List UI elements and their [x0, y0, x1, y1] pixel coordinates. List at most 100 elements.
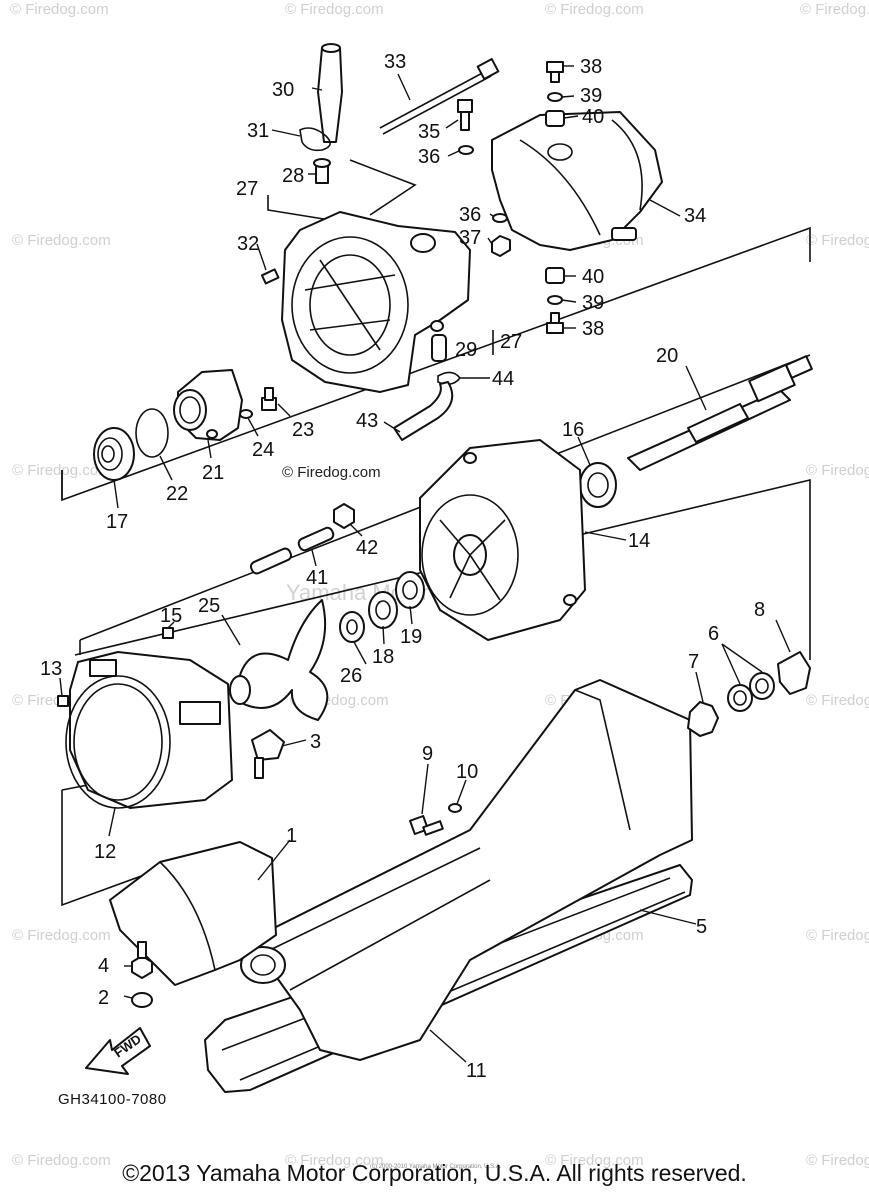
part-43-hose	[393, 381, 454, 441]
watermark: © Firedog.com	[12, 1152, 111, 1169]
watermark: © Firedog.com	[806, 1152, 869, 1169]
label-36: 36	[418, 146, 440, 168]
watermark: © Firedog.com	[12, 927, 111, 944]
part-21-cap	[173, 369, 243, 441]
part-17-bearing	[93, 427, 135, 481]
label-20: 20	[656, 345, 678, 367]
part-29-bushing	[431, 334, 447, 362]
part-6-rings	[727, 672, 775, 712]
label-40: 40	[582, 266, 604, 288]
watermark: © Firedog.com	[545, 1152, 644, 1169]
label-1: 1	[286, 825, 297, 847]
nozzle-housing	[281, 211, 471, 393]
part-8-cap	[777, 651, 811, 695]
label-39: 39	[580, 85, 602, 107]
watermark: © Firedog.com	[12, 232, 111, 249]
part-19-seal	[395, 571, 425, 609]
label-42: 42	[356, 537, 378, 559]
part-24-washer	[239, 409, 253, 419]
label-43: 43	[356, 410, 378, 432]
part-15-pin	[162, 627, 174, 639]
label-23: 23	[292, 419, 314, 441]
label-40: 40	[582, 106, 604, 128]
part-14-impeller-housing	[419, 439, 586, 641]
label-18: 18	[372, 646, 394, 668]
label-33: 33	[384, 51, 406, 73]
watermark: © Firedog.com	[545, 1, 644, 18]
parts-38-39-40-top	[545, 61, 565, 127]
part-26-spacer	[339, 611, 365, 643]
label-21: 21	[202, 462, 224, 484]
part-30-pin	[317, 43, 343, 143]
label-31: 31	[247, 120, 269, 142]
part-35-bolt	[457, 99, 473, 131]
label-28: 28	[282, 165, 304, 187]
label-37: 37	[459, 227, 481, 249]
label-22: 22	[166, 483, 188, 505]
label-34: 34	[684, 205, 706, 227]
parts-38-39-40-bottom	[545, 267, 565, 334]
label-11: 11	[466, 1060, 487, 1082]
label-44: 44	[492, 368, 514, 390]
part-12-duct-housing	[65, 651, 233, 809]
watermark: © Firedog.com	[806, 692, 869, 709]
small-print: (c) 2000-2010 Yamaha Motor Corporation, …	[370, 1164, 502, 1170]
label-41: 41	[306, 567, 328, 589]
label-14: 14	[628, 530, 650, 552]
label-29: 29	[455, 339, 477, 361]
watermark: © Firedog.com	[806, 927, 869, 944]
part-37-nut	[491, 235, 511, 257]
part-31-clip	[299, 127, 331, 152]
part-23-bolt	[261, 387, 277, 411]
part-20-drive-shaft	[627, 355, 813, 471]
watermark: © Firedog.com	[806, 232, 869, 249]
watermark: © Firedog.com	[10, 1, 109, 18]
part-33-long-bolt	[379, 58, 500, 135]
leader-lines	[59, 65, 791, 1063]
label-36: 36	[459, 204, 481, 226]
part-34-reverse-gate	[491, 111, 663, 251]
label-13: 13	[40, 658, 62, 680]
label-26: 26	[340, 665, 362, 687]
label-39: 39	[582, 292, 604, 314]
label-7: 7	[688, 651, 699, 673]
label-27: 27	[236, 178, 258, 200]
part-22-o-ring	[135, 408, 169, 458]
label-24: 24	[252, 439, 274, 461]
copyright-notice: ©2013 Yamaha Motor Corporation, U.S.A. A…	[122, 1160, 747, 1186]
part-36-washer	[458, 145, 474, 155]
label-5: 5	[696, 916, 707, 938]
part-41-pins	[249, 526, 335, 575]
label-35: 35	[418, 121, 440, 143]
part-32-pin	[260, 268, 280, 285]
fwd-arrow-icon: FWD	[85, 1027, 151, 1075]
watermark: © Firedog.com	[800, 1, 869, 18]
label-10: 10	[456, 761, 478, 783]
part-18-bearing	[368, 591, 398, 629]
part-3-fitting	[251, 729, 285, 779]
watermark: © Firedog.com	[806, 462, 869, 479]
watermark-inline: © Firedog.com	[282, 464, 381, 481]
part-36-washer	[492, 213, 508, 223]
part-1-shield	[109, 841, 277, 986]
part-7-coupling	[687, 701, 719, 737]
label-19: 19	[400, 626, 422, 648]
label-38: 38	[580, 56, 602, 78]
part-25-impeller	[229, 599, 329, 721]
part-13-pin	[57, 695, 69, 707]
watermark: © Firedog.com	[285, 1152, 384, 1169]
part-2-washer	[131, 992, 153, 1008]
label-17: 17	[106, 511, 128, 533]
part-28-bolt	[313, 158, 331, 184]
part-16-bearing	[579, 462, 617, 508]
label-30: 30	[272, 79, 294, 101]
label-4: 4	[98, 955, 109, 977]
part-9-bolt	[409, 815, 444, 836]
part-labels: 30 31 28 27 32 33 38 39 40 35 36 36 37 3…	[40, 51, 765, 1082]
part-10-washer	[448, 803, 462, 813]
label-16: 16	[562, 419, 584, 441]
label-9: 9	[422, 743, 433, 765]
part-42-nut	[333, 503, 355, 529]
label-12: 12	[94, 841, 116, 863]
